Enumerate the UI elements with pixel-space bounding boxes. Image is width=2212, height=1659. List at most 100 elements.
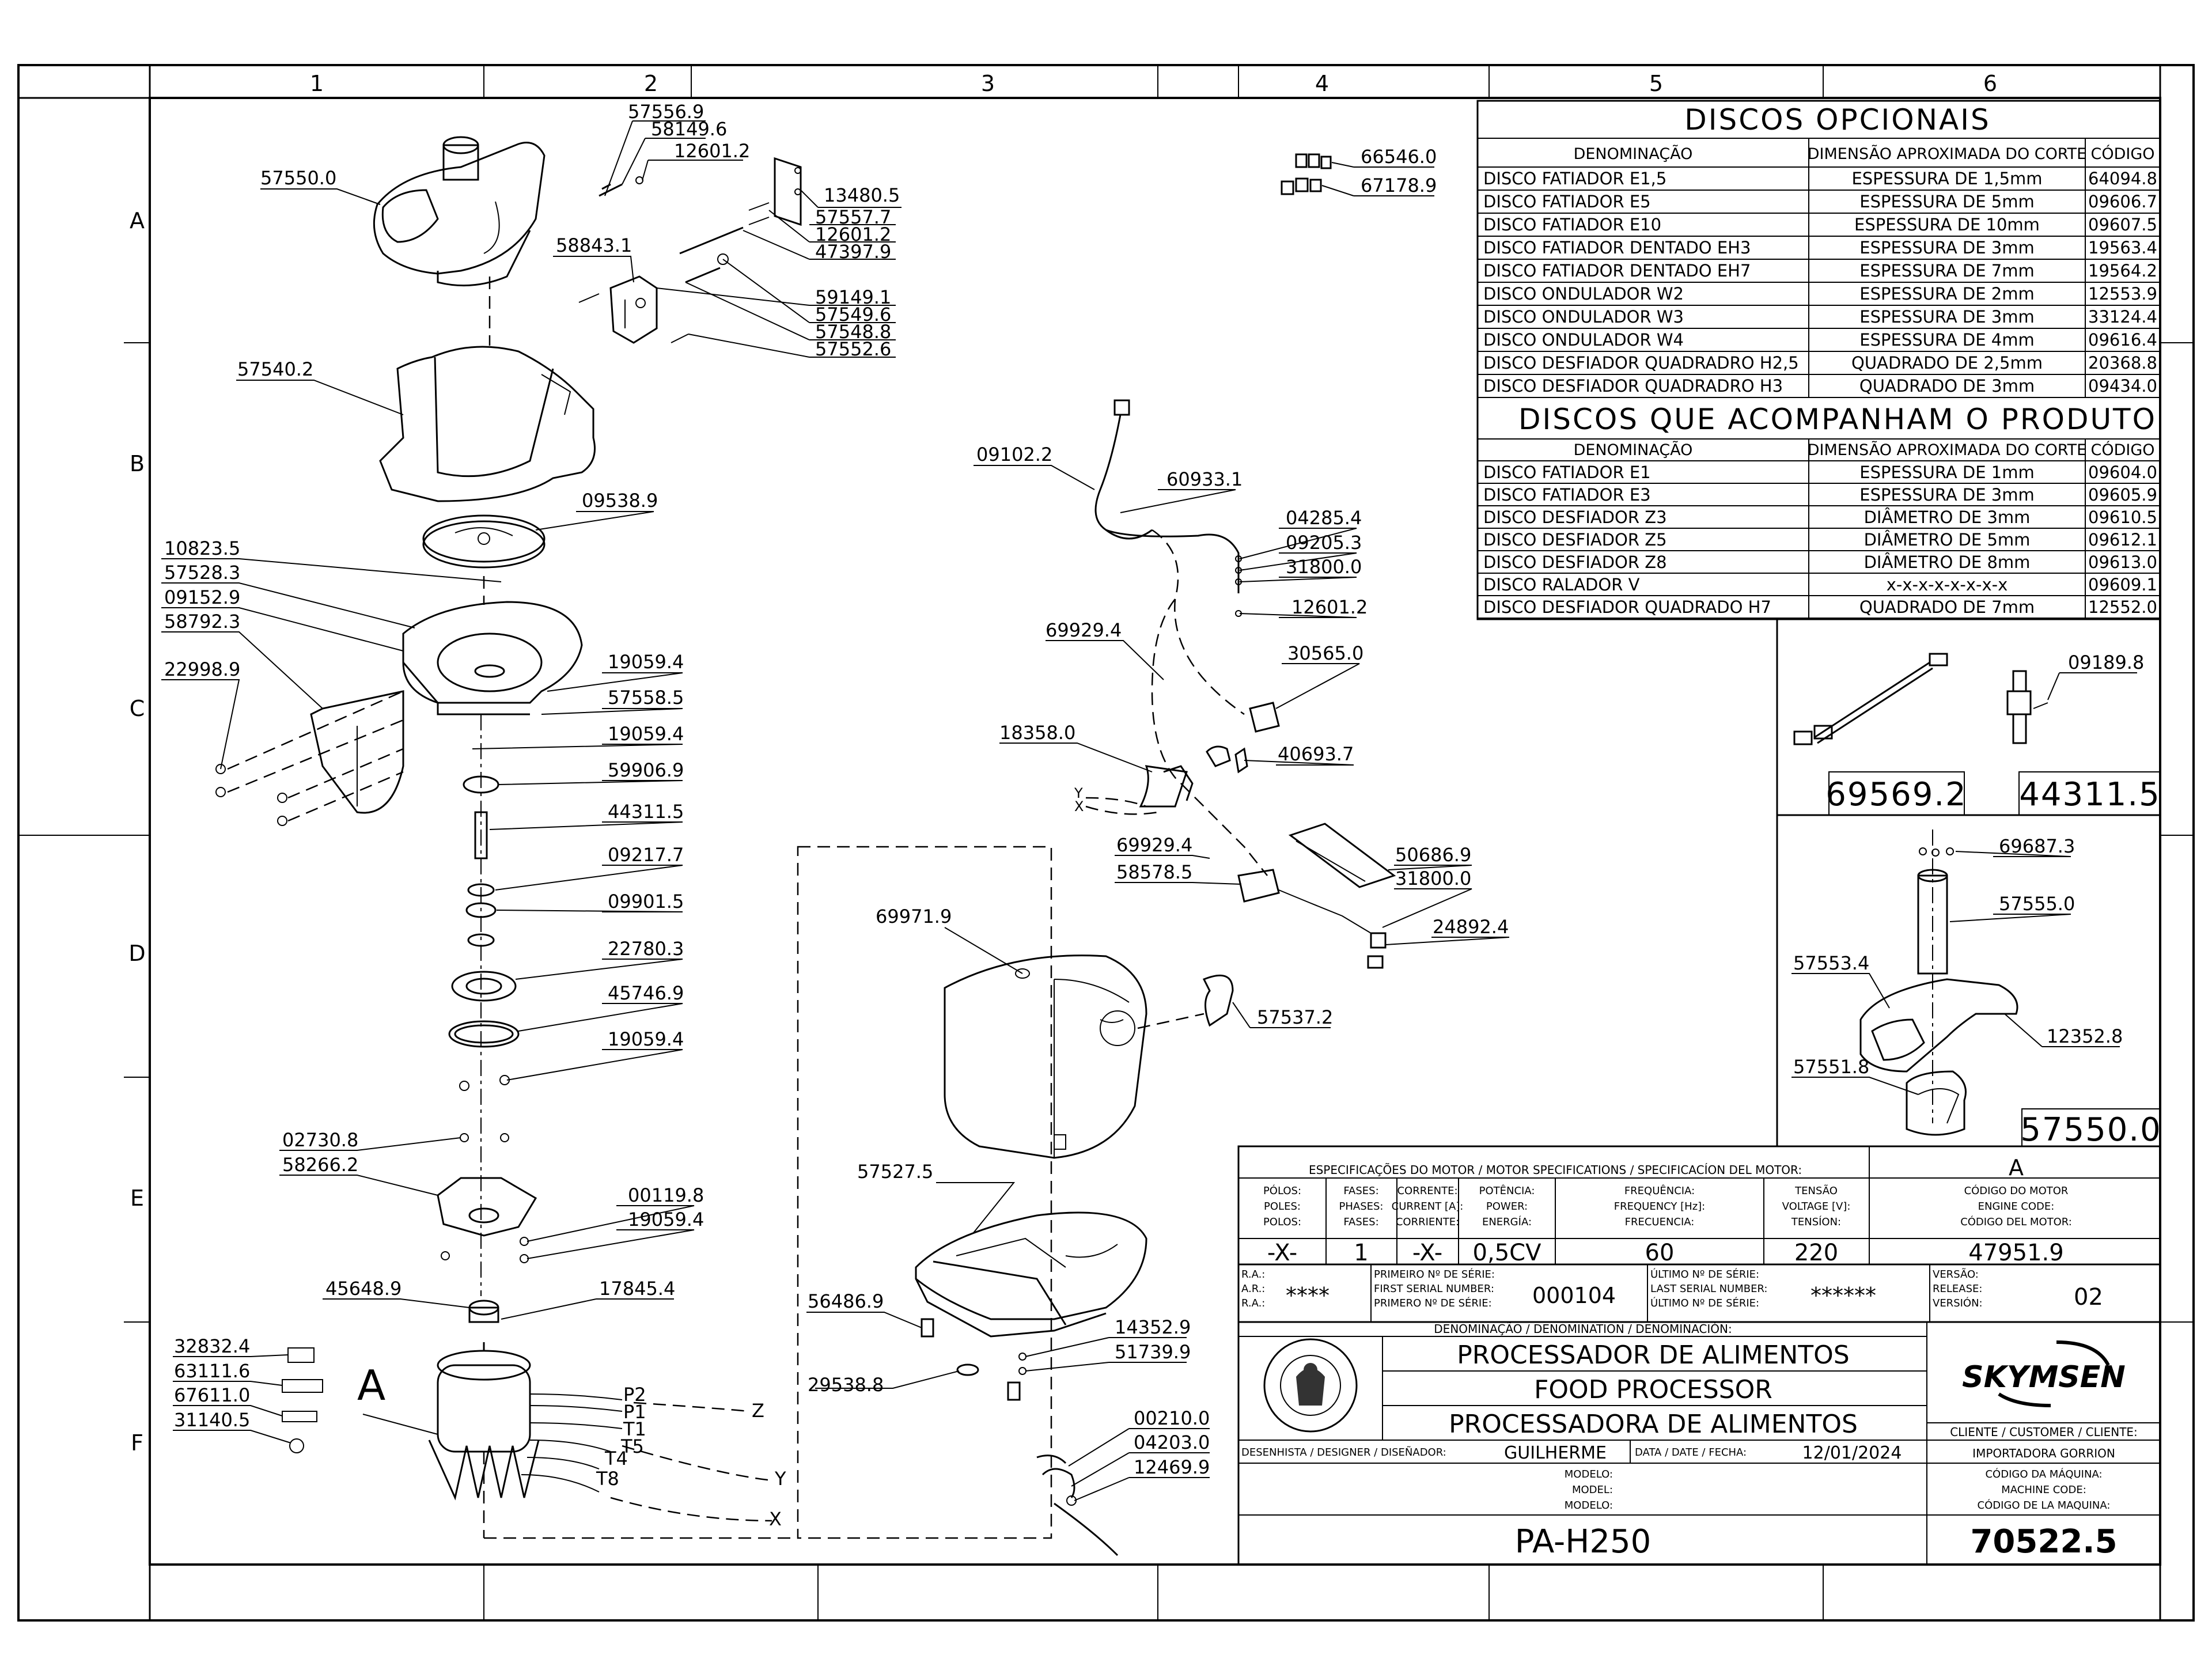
part-number-labels: 57556.9 58149.6 12601.2 57550.0 13480.5 …: [164, 101, 2144, 1478]
part-label: 12352.8: [2047, 1025, 2123, 1047]
part-label: 47397.9: [815, 241, 891, 263]
part-label: 22998.9: [164, 658, 240, 680]
optional-disc-cell: 19564.2: [2088, 261, 2157, 281]
optional-disc-cell: DISCO FATIADOR E5: [1483, 192, 1651, 211]
motor-spec-head: PHASES:: [1339, 1200, 1384, 1213]
part-label: 58578.5: [1116, 861, 1192, 883]
ra-head-1: A.R.:: [1241, 1283, 1265, 1295]
part-label: 57551.8: [1793, 1056, 1869, 1078]
optional-discs-header-name: DENOMINAÇÃO: [1574, 145, 1693, 163]
part-label: 00119.8: [628, 1184, 704, 1206]
engine-code-value: 47951.9: [1968, 1240, 2063, 1266]
part-label: 31140.5: [174, 1409, 250, 1431]
first-serial-head-2: PRIMERO Nº DE SÉRIE:: [1374, 1297, 1492, 1309]
part-label: 30565.0: [1287, 642, 1363, 664]
included-disc-cell: DISCO DESFIADOR Z5: [1483, 530, 1667, 550]
motor-spec-head: FRECUENCIA:: [1625, 1216, 1695, 1228]
included-discs-header-dimension: DIMENSÃO APROXIMADA DO CORTE: [1808, 441, 2086, 459]
optional-disc-cell: QUADRADO DE 3mm: [1859, 376, 2035, 396]
motor-spec-head: TENSÃO: [1794, 1184, 1838, 1197]
motor-shape: [428, 1342, 772, 1522]
wire-end-x: X: [769, 1508, 782, 1530]
wiring-harness-shape: [1085, 399, 1396, 969]
motor-spec-column-heads: PÓLOS:POLES:POLOS:FASES:PHASES:FASES:COR…: [1263, 1184, 1850, 1228]
part-label: 69929.4: [1116, 834, 1192, 856]
wire-label-p1: P1: [623, 1401, 646, 1423]
optional-disc-cell: 09606.7: [2088, 192, 2157, 211]
part-label: 09152.9: [164, 586, 240, 608]
connectors-top: [1281, 153, 1332, 195]
motor-spec-head: POWER:: [1486, 1200, 1528, 1213]
detail-boxes: 69569.2 44311.5 57550.0: [1776, 619, 2161, 1149]
included-disc-cell: DISCO FATIADOR E3: [1483, 485, 1651, 505]
optional-disc-cell: DISCO ONDULADOR W3: [1483, 307, 1684, 327]
part-label: 69687.3: [1999, 835, 2075, 857]
optional-disc-cell: 64094.8: [2088, 169, 2157, 188]
grid-row-e: E: [130, 1185, 144, 1211]
last-serial-head-1: LAST SERIAL NUMBER:: [1650, 1283, 1767, 1295]
date-value: 12/01/2024: [1802, 1443, 1902, 1463]
part-label: 57548.8: [815, 321, 891, 343]
included-disc-cell: DISCO DESFIADOR Z8: [1483, 552, 1667, 572]
first-serial-value: 000104: [1532, 1283, 1616, 1308]
machine-code-head-1: MACHINE CODE:: [2001, 1484, 2086, 1496]
part-label: 19059.4: [608, 723, 684, 745]
included-disc-cell: QUADRADO DE 7mm: [1859, 597, 2035, 617]
part-label: 17845.4: [599, 1278, 675, 1300]
optional-disc-cell: DISCO DESFIADOR QUADRADRO H2,5: [1483, 353, 1799, 373]
version-head-0: VERSÃO:: [1933, 1268, 1979, 1281]
part-label: 19059.4: [608, 651, 684, 673]
part-label: 67178.9: [1361, 175, 1437, 196]
part-label: 24892.4: [1433, 916, 1509, 938]
part-label: 51739.9: [1115, 1341, 1191, 1363]
included-disc-cell: DIÂMETRO DE 8mm: [1864, 552, 2031, 572]
included-disc-cell: 12552.0: [2088, 597, 2157, 617]
included-discs-header-name: DENOMINAÇÃO: [1574, 441, 1693, 459]
optional-discs-header-code: CÓDIGO: [2090, 145, 2154, 163]
model-head-2: MODELO:: [1565, 1499, 1613, 1512]
part-label: 45746.9: [608, 982, 684, 1004]
skymsen-logo: SKYMSEN: [1962, 1340, 2126, 1407]
motor-bracket-shape: [437, 1177, 537, 1263]
part-label: 50686.9: [1395, 844, 1471, 866]
grid-col-6: 6: [1983, 71, 1997, 96]
engine-code-head-2: CÓDIGO DEL MOTOR:: [1960, 1215, 2072, 1228]
optional-disc-cell: ESPESSURA DE 2mm: [1859, 284, 2034, 304]
grid-row-c: C: [130, 696, 145, 721]
motor-spec-head: CORRIENTE:: [1396, 1216, 1459, 1228]
optional-disc-cell: ESPESSURA DE 5mm: [1859, 192, 2034, 211]
part-label: 57549.6: [815, 304, 891, 325]
part-label: 09102.2: [976, 444, 1052, 465]
optional-discs-header-dimension: DIMENSÃO APROXIMADA DO CORTE: [1808, 145, 2086, 163]
grid-col-1: 1: [310, 71, 324, 96]
model-value: PA-H250: [1515, 1523, 1651, 1560]
optional-disc-cell: 20368.8: [2088, 353, 2157, 373]
motor-spec-heading: ESPECIFICAÇÕES DO MOTOR / MOTOR SPECIFIC…: [1309, 1163, 1802, 1177]
optional-discs-table: DISCOS OPCIONAIS DENOMINAÇÃO DIMENSÃO AP…: [1476, 100, 2161, 620]
motor-spec-head: FASES:: [1343, 1216, 1378, 1228]
part-label: 09217.7: [608, 844, 684, 866]
included-discs-header-code: CÓDIGO: [2090, 441, 2154, 459]
boxed-code-sensor-cable: 69569.2: [1825, 776, 1967, 813]
part-label: 60933.1: [1166, 468, 1243, 490]
ra-head-0: R.A.:: [1241, 1268, 1265, 1281]
part-label: 12469.9: [1134, 1456, 1210, 1478]
date-head: DATA / DATE / FECHA:: [1635, 1446, 1747, 1459]
optional-disc-cell: DISCO FATIADOR DENTADO EH3: [1483, 238, 1751, 257]
sensor-cable-shape: [1793, 653, 1948, 745]
optional-disc-cell: DISCO FATIADOR E10: [1483, 215, 1661, 234]
part-label: 12601.2: [674, 140, 750, 162]
included-disc-cell: ESPESSURA DE 3mm: [1859, 485, 2034, 505]
included-disc-cell: 09610.5: [2088, 507, 2157, 527]
optional-disc-cell: ESPESSURA DE 3mm: [1859, 238, 2034, 257]
motor-spec-block: ESPECIFICAÇÕES DO MOTOR / MOTOR SPECIFIC…: [1237, 1145, 2161, 1266]
version-head-1: RELEASE:: [1933, 1283, 1982, 1295]
included-disc-cell: 09613.0: [2088, 552, 2157, 572]
included-disc-cell: 09612.1: [2088, 530, 2157, 550]
motor-spec-head: POTÊNCIA:: [1479, 1184, 1535, 1197]
part-label: 58843.1: [556, 234, 632, 256]
title-block: DENOMINAÇÃO / DENOMINATION / DENOMINACIÓ…: [1237, 1321, 2161, 1566]
part-label: 57553.4: [1793, 952, 1869, 974]
